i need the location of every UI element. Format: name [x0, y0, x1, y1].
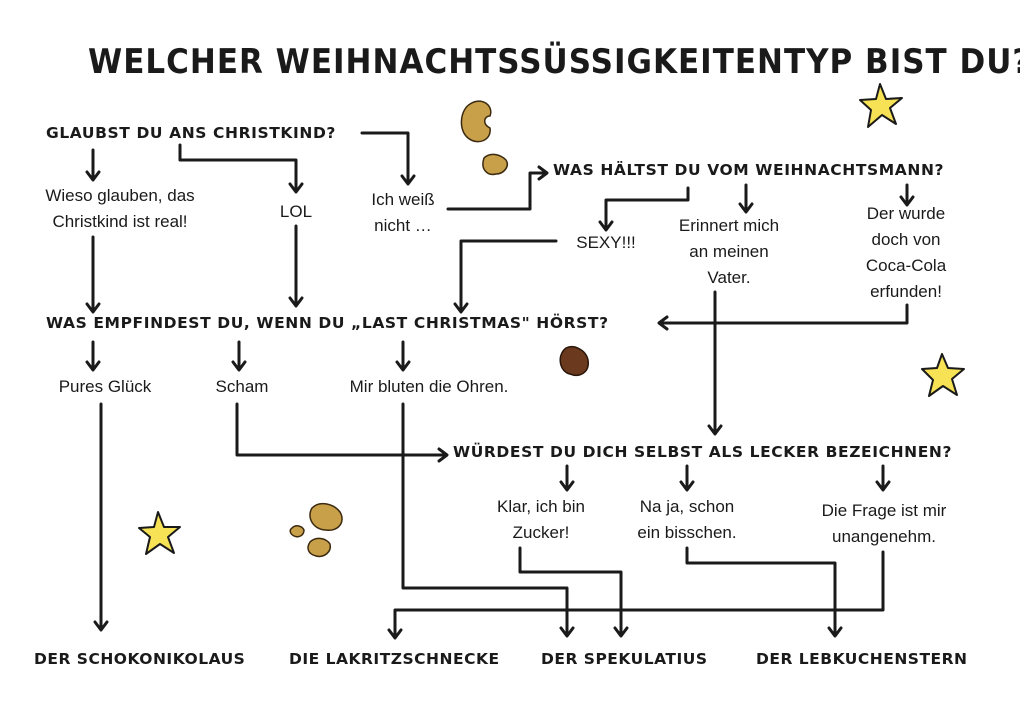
- cookie-icon: [309, 502, 343, 531]
- cookie-icon: [307, 537, 332, 558]
- question-lecker: Würdest du dich selbst als lecker bezeic…: [453, 443, 953, 461]
- answer-weiss-nicht: Ich weiß nicht …: [371, 190, 435, 235]
- connector-q4a2-r4: [685, 546, 837, 636]
- answer-ohren: Mir bluten die Ohren.: [349, 377, 509, 396]
- connector-q1-a2: [178, 143, 298, 192]
- connector-q2a1-q3: [459, 239, 558, 312]
- result-schokonikolaus: Der Schokonikolaus: [34, 650, 246, 668]
- answer-sexy: SEXY!!!: [576, 233, 636, 252]
- connector-q2-a1: [604, 186, 690, 230]
- connector-q3a2-q4: [235, 402, 447, 457]
- answer-zucker: Klar, ich bin Zucker!: [497, 497, 585, 542]
- connector-q1-a3: [360, 131, 410, 184]
- question-last-christmas: Was empfindest du, wenn du „Last Christm…: [46, 314, 609, 332]
- answer-scham: Scham: [215, 377, 269, 396]
- connector-q4a1-r3: [518, 546, 623, 636]
- connector-q1a3-q2: [446, 171, 547, 211]
- cookie-icon: [460, 100, 492, 143]
- arrowheads: [85, 165, 915, 640]
- connector-q4a3-r2: [393, 550, 885, 638]
- cookie-icon: [482, 153, 508, 176]
- answer-bisschen: Na ja, schon ein bisschen.: [637, 497, 737, 542]
- cookie-icon: [289, 525, 305, 538]
- result-lebkuchenstern: Der Lebkuchenstern: [756, 650, 968, 668]
- answer-coca-cola: Der wurde doch von Coca-Cola erfunden!: [865, 204, 947, 301]
- answer-vater: Erinnert mich an meinen Vater.: [678, 216, 780, 287]
- answer-pures-glueck: Pures Glück: [58, 377, 152, 396]
- result-spekulatius: Der Spekulatius: [541, 650, 708, 668]
- connector-q2a3-q3: [658, 303, 909, 325]
- result-lakritzschnecke: Die Lakritzschnecke: [289, 650, 500, 668]
- cookie-icon: [559, 346, 589, 376]
- question-weihnachtsmann: Was hältst du vom Weihnachtsmann?: [553, 161, 945, 179]
- page-title: Welcher Weihnachtssüßigkeitentyp bist du…: [88, 42, 1020, 82]
- answer-unangenehm: Die Frage ist mir unangenehm.: [821, 501, 947, 546]
- answer-lol: LOL: [279, 202, 313, 221]
- answer-christkind-real: Wieso glauben, das Christkind ist real!: [45, 186, 195, 231]
- question-christkind: Glaubst du ans Christkind?: [46, 124, 337, 142]
- star-icon: [138, 511, 181, 555]
- star-icon: [921, 353, 965, 397]
- star-icon: [859, 83, 903, 128]
